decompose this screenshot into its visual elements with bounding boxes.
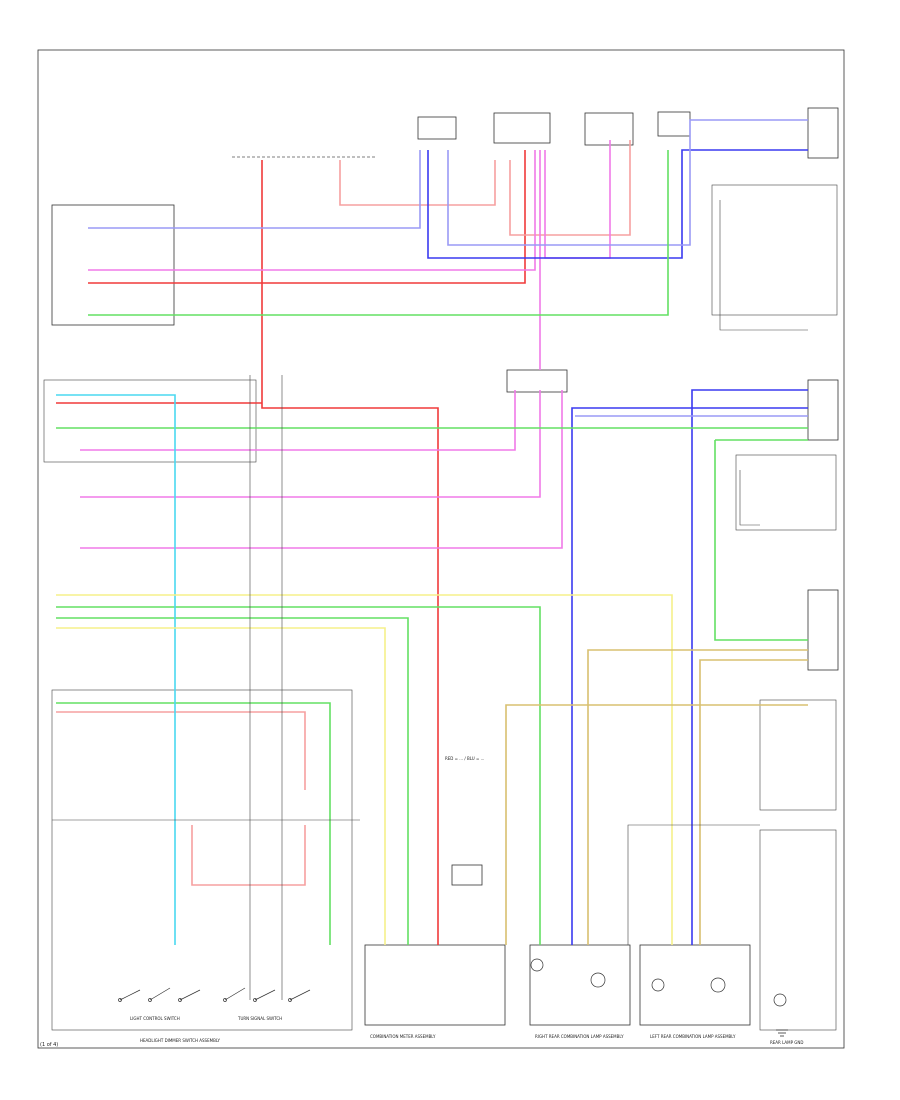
right-module-3 — [807, 379, 839, 441]
wire-pink-4 — [80, 390, 563, 549]
wire-gray-5 — [719, 200, 808, 331]
wire-blue-2 — [571, 407, 808, 945]
wire-red-1 — [261, 160, 439, 945]
wire-blue-4 — [88, 150, 421, 229]
footer-label: (1 of 4) — [40, 1042, 58, 1048]
wire-pink-1 — [88, 150, 536, 271]
left-rear-lamp-box — [639, 944, 751, 1026]
wire-tan-2 — [587, 649, 808, 945]
right-rear-lamp-label: RIGHT REAR COMBINATION LAMP ASSEMBLY — [535, 1034, 624, 1039]
combination-meter-label: COMBINATION METER ASSEMBLY — [370, 1034, 436, 1039]
turn-signal-switch-label: TURN SIGNAL SWITCH — [237, 1016, 282, 1021]
relay-box-3 — [584, 112, 634, 146]
wire-gray-6 — [739, 470, 760, 526]
ground-symbol — [776, 1029, 788, 1037]
right-rear-lamp-box — [529, 944, 631, 1026]
diagram-frame — [37, 49, 845, 1049]
right-module-4 — [735, 454, 837, 531]
turn-signal-switch-contacts — [223, 987, 311, 1002]
relay-box-4 — [657, 111, 691, 137]
wire-green-1 — [88, 150, 669, 316]
wire-red-2 — [88, 150, 526, 284]
relay-box-2 — [493, 112, 551, 144]
wire-blue-3 — [691, 389, 808, 945]
wire-gray-3 — [627, 824, 760, 945]
right-module-6 — [759, 699, 837, 811]
wire-blue-5 — [447, 119, 808, 246]
left-module-upper — [51, 204, 175, 326]
bottom-right-box — [759, 829, 837, 1031]
wire-colors-note: RED = ... / BLU = ... — [445, 756, 484, 761]
wire-yellow-1 — [56, 594, 673, 945]
left-rear-lamp-label: LEFT REAR COMBINATION LAMP ASSEMBLY — [650, 1034, 736, 1039]
mid-relay-box — [506, 369, 568, 393]
wire-pink-3 — [80, 390, 541, 498]
wire-green-3 — [56, 606, 541, 945]
wire-red-5 — [191, 825, 306, 886]
combination-meter-box — [364, 944, 506, 1026]
lamp-symbols — [530, 958, 787, 1007]
wire-green-5 — [56, 702, 331, 945]
wire-tan-1 — [505, 704, 808, 945]
right-module-5 — [807, 589, 839, 671]
wire-blue-1 — [427, 149, 808, 259]
wire-red-6 — [56, 711, 306, 790]
wire-red-7 — [509, 140, 631, 236]
right-module-1 — [807, 107, 839, 159]
rear-lamp-gnd-label: REAR LAMP GND — [770, 1040, 803, 1045]
right-module-2 — [711, 184, 838, 316]
wire-pink-2 — [80, 390, 516, 451]
wire-yellow-2 — [56, 627, 386, 945]
wire-tan-3 — [699, 659, 808, 945]
wire-green-7 — [714, 440, 808, 641]
relay-box-1 — [417, 116, 457, 140]
light-control-switch-contacts — [118, 987, 201, 1002]
meter-connector-box — [451, 864, 483, 886]
headlight-dimmer-label: HEADLIGHT DIMMER SWITCH ASSEMBLY — [140, 1038, 221, 1043]
light-control-switch-label: LIGHT CONTROL SWITCH — [130, 1016, 180, 1021]
wire-red-4 — [339, 160, 496, 206]
wire-pink-6 — [544, 140, 611, 259]
wire-cyan-1 — [56, 394, 176, 945]
headlight-dimmer-box — [51, 689, 353, 1031]
wire-green-4 — [56, 617, 409, 945]
left-module-middle — [43, 379, 257, 463]
